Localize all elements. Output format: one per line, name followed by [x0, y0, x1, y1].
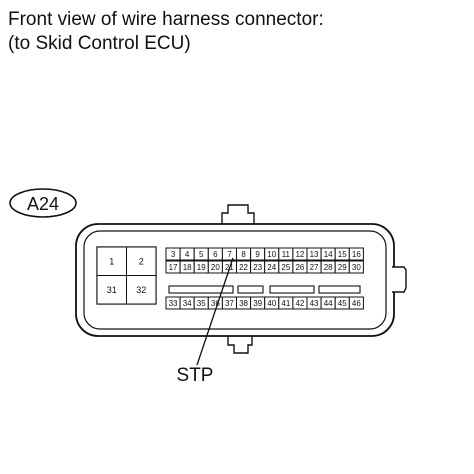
pin-31-cell [96, 275, 127, 305]
pin-35: 35 [197, 299, 206, 308]
rail-segment-2 [237, 285, 264, 294]
pin-41: 41 [281, 299, 290, 308]
connector-side-latch [392, 266, 407, 293]
pin-32: 32 [136, 285, 146, 295]
pin-12: 12 [295, 250, 304, 259]
pin-33: 33 [169, 299, 178, 308]
title-line-1: Front view of wire harness connector: [8, 9, 324, 30]
title-line-2: (to Skid Control ECU) [8, 33, 191, 54]
pin-9: 9 [255, 250, 260, 259]
connector-housing-inner [83, 230, 387, 330]
pin-46-cell [348, 296, 364, 310]
pin-24: 24 [267, 263, 276, 272]
pin-8: 8 [241, 250, 246, 259]
pin-30: 30 [352, 263, 361, 272]
pin-28: 28 [324, 263, 333, 272]
connector-bottom-tab [227, 333, 253, 354]
pin-46: 46 [352, 299, 361, 308]
pin-7: 7 [227, 250, 232, 259]
pin-34: 34 [183, 299, 192, 308]
pin-4: 4 [185, 250, 190, 259]
pin-31: 31 [107, 285, 117, 295]
pin-5: 5 [199, 250, 204, 259]
pin-36: 36 [211, 299, 220, 308]
connector-id-oval [9, 188, 77, 218]
pin-45: 45 [338, 299, 347, 308]
pin-38: 38 [239, 299, 248, 308]
pin-2: 2 [139, 256, 144, 266]
pin-25: 25 [281, 263, 290, 272]
pin-30-cell [348, 260, 364, 274]
pin-14: 14 [324, 250, 333, 259]
pin-17: 17 [169, 263, 178, 272]
pin-2-cell [126, 246, 157, 276]
pin-27: 27 [310, 263, 319, 272]
pin-32-cell [126, 275, 157, 305]
diagram-title: Front view of wire harness connector: (t… [8, 8, 324, 56]
rail-segment-1 [168, 285, 234, 294]
pin-43: 43 [310, 299, 319, 308]
connector-top-latch [221, 204, 255, 227]
pin-44: 44 [324, 299, 333, 308]
pin-29: 29 [338, 263, 347, 272]
pin-10: 10 [267, 250, 276, 259]
rail-segment-4 [318, 285, 361, 294]
pin-26: 26 [295, 263, 304, 272]
connector-id: A24 [27, 194, 59, 214]
pin-23: 23 [253, 263, 262, 272]
pin-19: 19 [197, 263, 206, 272]
pin-39: 39 [253, 299, 262, 308]
pin-3: 3 [171, 250, 176, 259]
pin-42: 42 [295, 299, 304, 308]
pin-40: 40 [267, 299, 276, 308]
pin-18: 18 [183, 263, 192, 272]
pin-13: 13 [310, 250, 319, 259]
pin-20: 20 [211, 263, 220, 272]
pin-16-cell [348, 247, 364, 261]
pin-16: 16 [352, 250, 361, 259]
pin-37: 37 [225, 299, 234, 308]
stp-leader-line [196, 257, 234, 366]
rail-segment-3 [269, 285, 315, 294]
pin-1: 1 [109, 256, 114, 266]
pin-11: 11 [282, 250, 291, 259]
pin-15: 15 [338, 250, 347, 259]
pin-6: 6 [213, 250, 218, 259]
pin-22: 22 [239, 263, 248, 272]
stp-label: STP [177, 365, 214, 386]
